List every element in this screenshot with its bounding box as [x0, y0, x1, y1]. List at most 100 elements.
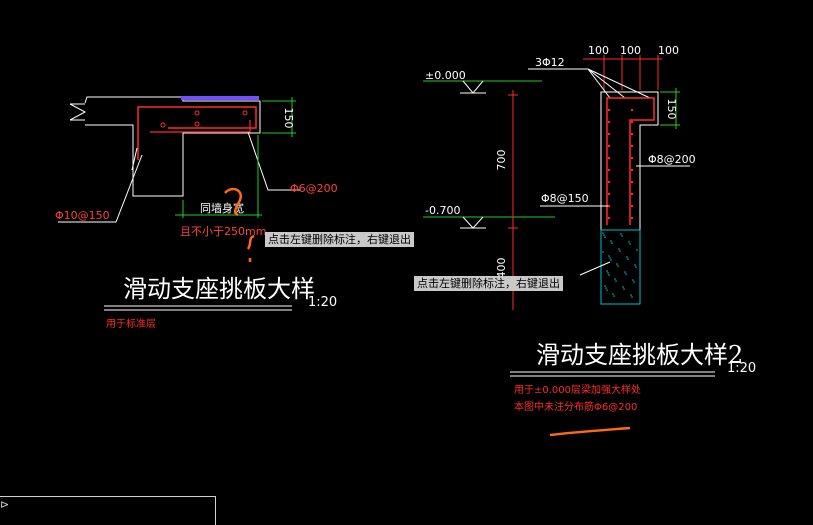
rebar-dot — [630, 168, 634, 172]
detail1-rebar-left-label: Φ10@150 — [55, 209, 110, 222]
detail1-rebar-top — [137, 106, 257, 160]
rebar-dot — [607, 180, 611, 184]
detail2-elev-07: -0.700 — [425, 204, 460, 217]
detail1-note: 用于标准层 — [106, 318, 156, 330]
hatch-dot — [633, 281, 635, 283]
rebar-dot — [630, 108, 634, 112]
hatch-dot — [622, 286, 624, 288]
detail2-dim-top-1: 100 — [588, 44, 609, 57]
detail1-leader-left — [131, 147, 138, 171]
hatch-dot — [626, 256, 628, 258]
detail2-rebar-dots — [607, 108, 634, 220]
hatch-dot — [627, 258, 629, 260]
rebar-dot — [630, 132, 634, 136]
hatch-dot — [630, 294, 632, 296]
hatch-dot — [602, 251, 604, 253]
rebar-dot — [607, 204, 611, 208]
hatch-dot — [634, 264, 636, 266]
detail1-bar-dot — [242, 110, 248, 116]
rebar-dot — [607, 132, 611, 136]
detail2-dim-400: 400 — [495, 258, 508, 279]
rebar-dot — [630, 144, 634, 148]
detail2-hatch-zone — [600, 229, 641, 305]
detail1-rebar-top-label: Φ6@200 — [290, 182, 338, 195]
hatch-dot — [620, 233, 622, 235]
rebar-dot — [630, 192, 634, 196]
detail2-bars-leader — [587, 68, 611, 99]
hatch-dot — [607, 272, 609, 274]
rebar-dot — [630, 180, 634, 184]
detail2-dim-700: 700 — [495, 150, 508, 171]
detail2-dim-150: 150 — [665, 99, 678, 120]
hatch-dot — [628, 241, 630, 243]
hatch-dot — [614, 278, 616, 280]
tooltip-delete-dimension-left: 点击左键删除标注，右键退出 — [265, 232, 414, 247]
detail2-rebar — [606, 97, 655, 225]
rebar-dot — [607, 192, 611, 196]
rebar-dot — [630, 120, 634, 124]
detail1-group: 150 Φ6@200 Φ10@150 同墙身宽 且不小于250mm 滑动支座挑板… — [55, 96, 338, 330]
rebar-dot — [607, 108, 611, 112]
rebar-dot — [607, 144, 611, 148]
rebar-dot — [630, 204, 634, 208]
hatch-dot — [619, 250, 621, 252]
rebar-dot — [607, 156, 611, 160]
rebar-dot — [630, 216, 634, 220]
hatch-dot — [615, 280, 617, 282]
detail2-bars-leader — [587, 68, 626, 99]
hatch-dot — [608, 274, 610, 276]
hatch-dot — [631, 296, 633, 298]
detail2-dim-top-2: 100 — [620, 44, 641, 57]
hatch-dot — [618, 248, 620, 250]
detail2-bars-label: 3Φ12 — [535, 56, 565, 69]
detail2-title: 滑动支座挑板大样2 — [536, 341, 743, 369]
detail2-markup-underline — [549, 426, 631, 437]
detail1-rebar-bottom — [150, 120, 251, 133]
hatch-dot — [635, 266, 637, 268]
detail2-elev-symbol — [462, 216, 484, 229]
detail2-bars-leader — [587, 68, 651, 99]
command-line-box[interactable] — [0, 496, 216, 525]
hatch-dot — [616, 263, 618, 265]
hatch-dot — [609, 257, 611, 259]
hatch-dot — [602, 232, 604, 234]
detail2-scale: 1:20 — [727, 361, 756, 376]
command-line-text: ⊳ — [0, 498, 10, 511]
hatch-dot — [629, 243, 631, 245]
detail1-break-line — [69, 103, 87, 121]
tooltip-delete-dimension-right: 点击左键删除标注，右键退出 — [414, 276, 563, 291]
detail2-elev-0: ±0.000 — [425, 69, 466, 82]
detail2-group: ±0.000 -0.700 700 400 100 100 100 3Φ12 — [423, 44, 756, 437]
hatch-dot — [612, 293, 614, 295]
detail1-dim-150: 150 — [282, 108, 295, 129]
hatch-dot — [606, 289, 608, 291]
detail2-dim-top-3: 100 — [658, 44, 679, 57]
hatch-dot — [636, 249, 638, 251]
rebar-dot — [607, 216, 611, 220]
hatch-dot — [603, 234, 605, 236]
detail2-note-1: 用于±0.000层梁加强大样处 — [514, 383, 641, 396]
detail1-leader-left — [58, 154, 143, 223]
rebar-dot — [607, 168, 611, 172]
detail1-outline — [84, 96, 261, 197]
hatch-dot — [608, 255, 610, 257]
detail2-elev-symbol — [462, 80, 484, 94]
detail2-note-2: 本图中未注分布筋Φ6@200 — [514, 400, 637, 413]
hatch-dot — [610, 240, 612, 242]
hatch-dot — [604, 236, 606, 238]
hatch-dot — [605, 287, 607, 289]
hatch-dot — [624, 271, 626, 273]
detail1-same-wall-label: 同墙身宽 — [200, 201, 244, 215]
detail2-rebar-right-label: Φ8@200 — [648, 153, 696, 166]
detail1-bar-dot — [194, 110, 200, 116]
detail1-bar-dot — [194, 121, 200, 127]
detail2-wall-outline — [600, 91, 659, 304]
detail1-min-length-label: 且不小于250mm — [180, 225, 266, 238]
hatch-dot — [606, 270, 608, 272]
detail2-leader-bottom — [579, 261, 611, 276]
detail1-scale: 1:20 — [308, 295, 337, 310]
hatch-dot — [604, 285, 606, 287]
hatch-dot — [613, 295, 615, 297]
